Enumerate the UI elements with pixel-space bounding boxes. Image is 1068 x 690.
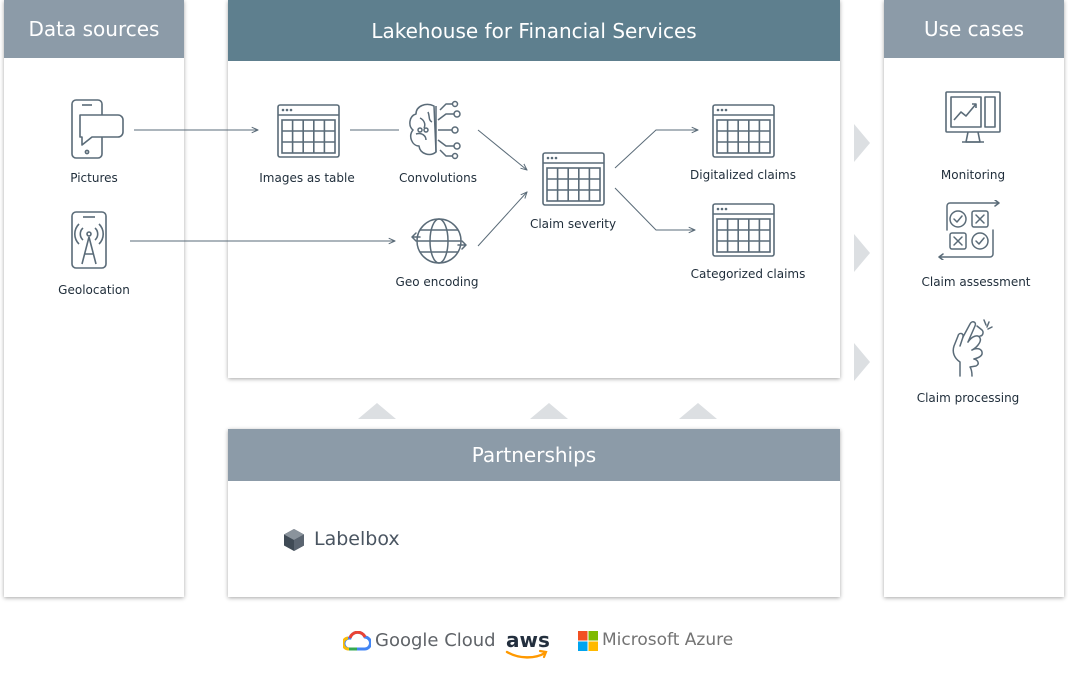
microsoft-azure-text: Microsoft Azure <box>602 630 734 650</box>
up-chevron <box>530 403 568 419</box>
monitor-chart-icon <box>945 91 1001 143</box>
table-icon <box>277 104 340 158</box>
partnerships-title: Partnerships <box>471 443 597 467</box>
table-icon <box>712 104 775 158</box>
use-cases-title: Use cases <box>923 17 1025 41</box>
brain-network-icon <box>409 100 461 160</box>
source-label-pictures: Pictures <box>70 171 118 185</box>
arrow-severity-to-digitalized <box>614 130 698 169</box>
node-label-digitalized-claims: Digitalized claims <box>690 168 796 182</box>
use-case-label-monitoring: Monitoring <box>940 168 1006 182</box>
source-label-geolocation: Geolocation <box>58 283 130 297</box>
lakehouse-header: Lakehouse for Financial Services <box>228 0 840 61</box>
right-chevron <box>854 124 870 162</box>
node-label-geo-encoding: Geo encoding <box>395 275 479 289</box>
use-cases-header: Use cases <box>884 0 1064 58</box>
up-chevron <box>679 403 717 419</box>
data-sources-header: Data sources <box>4 0 184 58</box>
use-case-label-claim-processing: Claim processing <box>916 391 1020 405</box>
use-case-label-claim-assessment: Claim assessment <box>921 275 1031 289</box>
phone-antenna-icon <box>71 211 107 269</box>
microsoft-logo-icon <box>578 631 598 651</box>
right-chevron <box>854 343 870 381</box>
google-cloud-text: Google Cloud <box>375 630 496 651</box>
lakehouse-title: Lakehouse for Financial Services <box>371 18 697 43</box>
crossed-fingers-icon <box>952 319 993 377</box>
use-cases-panel <box>884 0 1064 597</box>
aws-smile-icon <box>505 649 548 659</box>
node-label-categorized-claims: Categorized claims <box>690 267 806 281</box>
labelbox-logo-text: Labelbox <box>314 528 400 550</box>
table-icon <box>542 152 605 206</box>
node-label-convolutions: Convolutions <box>399 171 477 185</box>
data-sources-title: Data sources <box>28 17 160 41</box>
node-label-claim-severity: Claim severity <box>529 217 617 231</box>
phone-chat-icon <box>71 99 124 159</box>
google-cloud-icon <box>343 631 371 651</box>
arrow-severity-to-categorized <box>614 187 695 230</box>
check-cross-grid-icon <box>938 200 1000 260</box>
arrow-convolutions-to-severity <box>477 129 527 170</box>
arrow-geo-to-severity <box>477 192 527 247</box>
labelbox-logo-icon <box>284 529 304 551</box>
up-chevron <box>358 403 396 419</box>
lakehouse-panel <box>228 0 840 378</box>
table-icon <box>712 203 775 257</box>
node-label-images-as-table: Images as table <box>259 171 355 185</box>
aws-logo-text: aws <box>506 628 550 652</box>
globe-arrows-icon <box>411 218 467 264</box>
right-chevron <box>854 234 870 272</box>
partnerships-header: Partnerships <box>228 429 840 481</box>
